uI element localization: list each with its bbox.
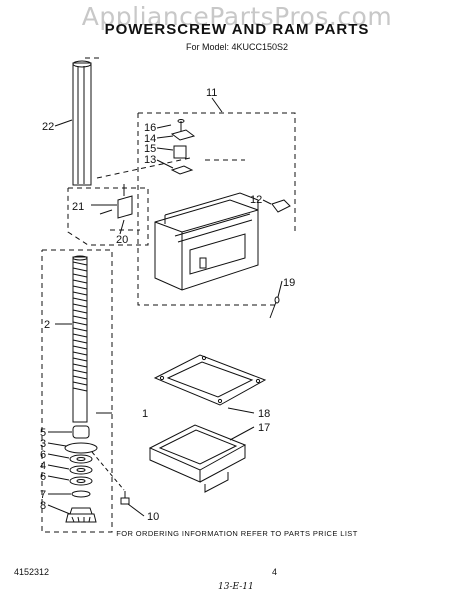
- callout-19: 19: [283, 277, 295, 289]
- page-title: POWERSCREW AND RAM PARTS: [104, 21, 370, 38]
- callout-3: 3: [40, 438, 46, 450]
- callout-6b: 6: [40, 471, 46, 483]
- callout-13: 13: [144, 154, 156, 166]
- model-subtitle: For Model: 4KUCC150S2: [185, 42, 289, 52]
- callout-labels: 22 11 16 14 15 13 12 21 20 19 2 1 5 3 6 …: [40, 87, 295, 523]
- handwritten-note: 13-E-11: [218, 582, 254, 592]
- part-12: [271, 199, 291, 213]
- callout-22: 22: [42, 121, 54, 133]
- callout-4: 4: [40, 460, 46, 472]
- leader-lines: [47, 97, 283, 517]
- assembly-outline-upper: [67, 57, 296, 306]
- callout-21: 21: [72, 201, 84, 213]
- threaded-screw: [72, 255, 88, 423]
- page-number: 4: [272, 567, 278, 577]
- callout-12: 12: [250, 194, 262, 206]
- powerscrew-tube: [72, 60, 92, 186]
- callout-20: 20: [116, 234, 128, 246]
- callout-2: 2: [44, 319, 50, 331]
- callout-17: 17: [258, 422, 270, 434]
- ordering-note: FOR ORDERING INFORMATION REFER TO PARTS …: [116, 529, 358, 538]
- top-hardware: [170, 119, 196, 175]
- callout-5: 5: [40, 427, 46, 439]
- callout-10: 10: [147, 511, 159, 523]
- bracket-20: [99, 184, 133, 219]
- ram-housing: [154, 192, 259, 291]
- callout-15: 15: [144, 143, 156, 155]
- callout-18: 18: [258, 408, 270, 420]
- callout-6a: 6: [40, 449, 46, 461]
- watermark: AppliancePartsPros.com: [81, 2, 393, 31]
- bolt-10: [120, 491, 130, 505]
- plate-18: [153, 354, 267, 406]
- callout-16: 16: [144, 122, 156, 134]
- callout-8: 8: [40, 500, 46, 512]
- bearing-stack: [64, 425, 98, 523]
- tray-17: [148, 424, 247, 493]
- callout-1: 1: [142, 408, 148, 420]
- part-19: [269, 296, 280, 319]
- document-number: 4152312: [14, 567, 50, 577]
- assembly-outline-lower: [41, 249, 113, 533]
- callout-14: 14: [144, 133, 156, 145]
- callout-7: 7: [40, 489, 46, 501]
- callout-11: 11: [206, 87, 217, 99]
